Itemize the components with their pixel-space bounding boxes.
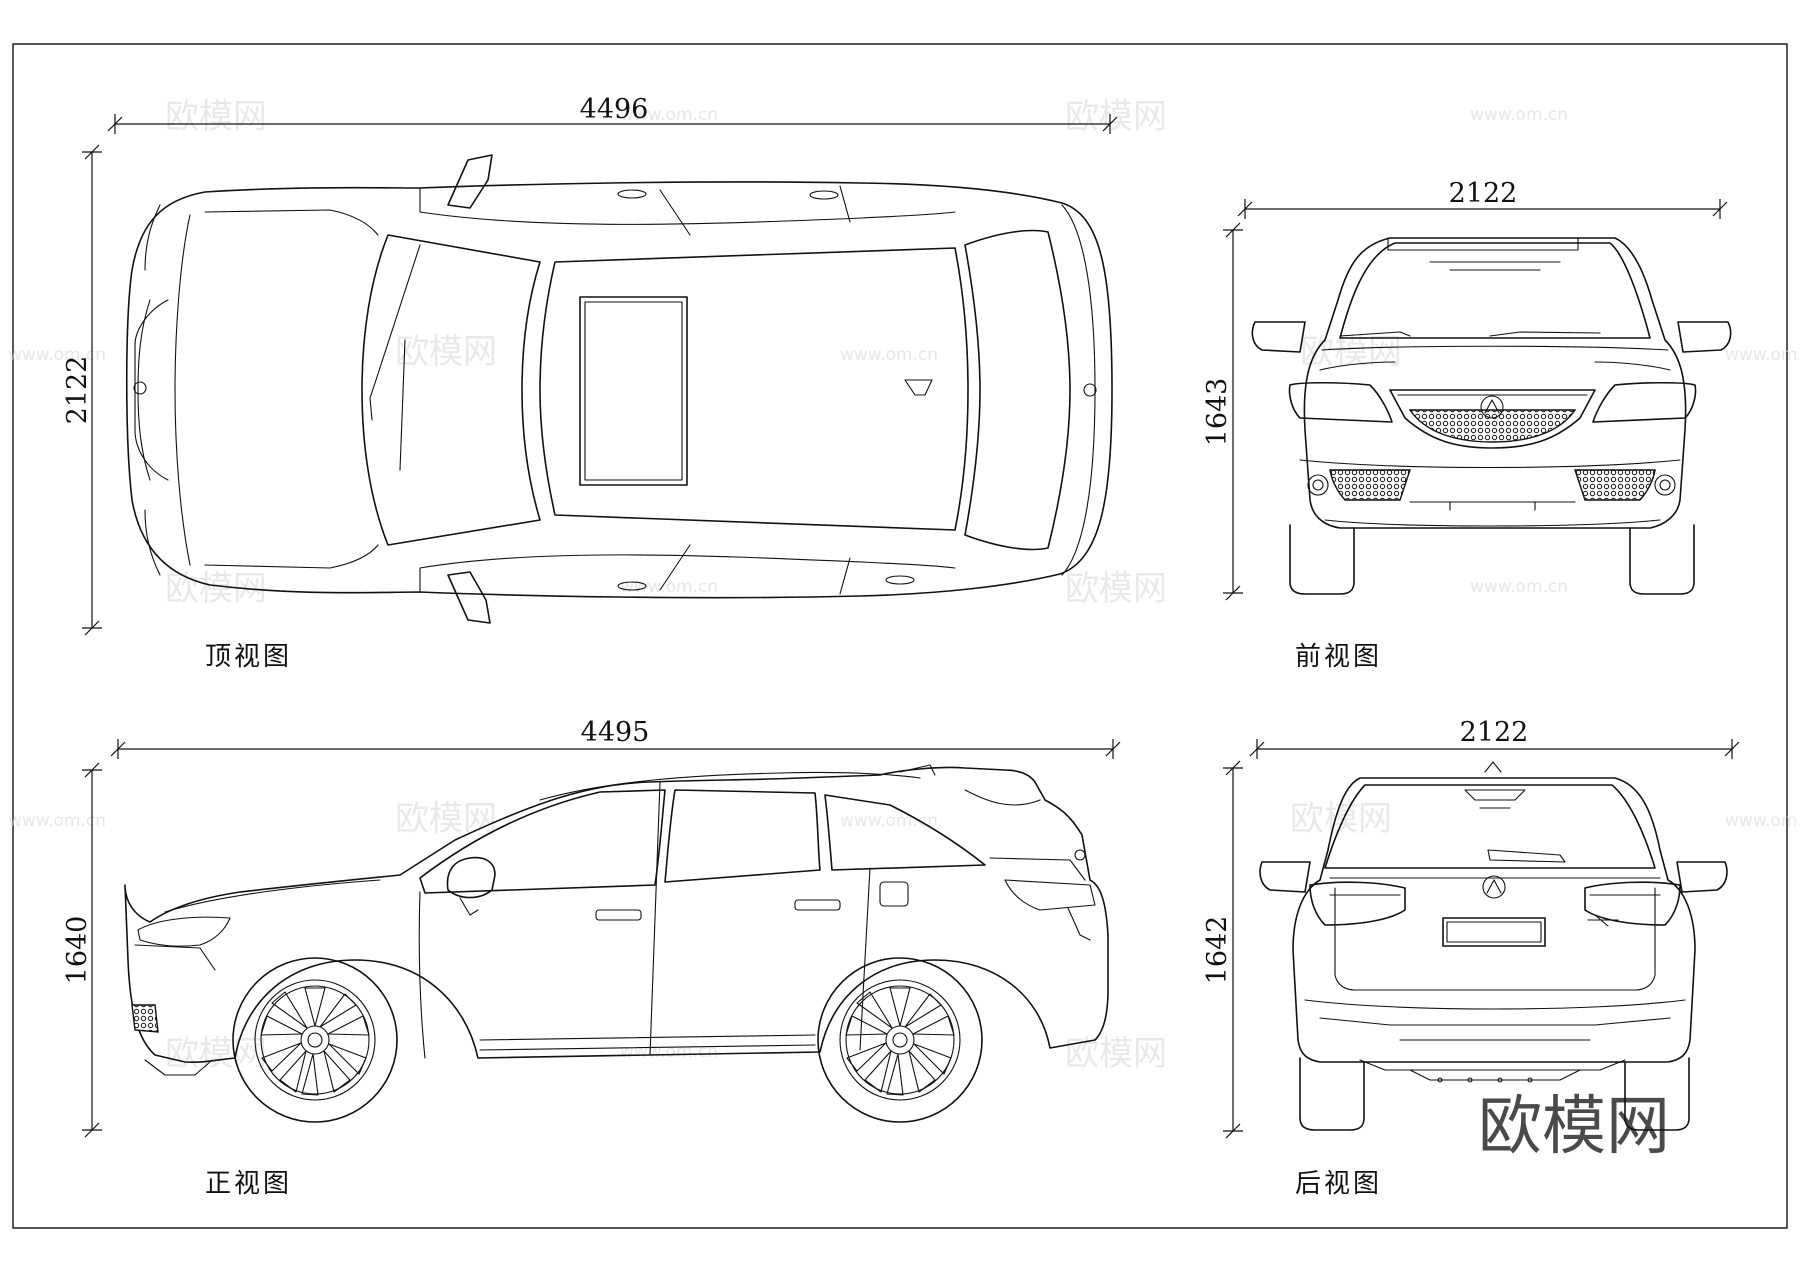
side-mirror — [446, 856, 496, 899]
watermark-url: www.om.cn — [1725, 345, 1800, 365]
watermark-brand: 欧模网 — [165, 97, 267, 137]
top-width-value: 2122 — [62, 356, 93, 425]
side-height-dimension: 1640 — [62, 762, 102, 1138]
top-rear-window — [964, 229, 1071, 551]
front-windshield — [1339, 242, 1651, 339]
watermark-url: www.om.cn — [620, 105, 718, 125]
top-mirror-right — [447, 571, 491, 624]
rear-view: 2122 1642 — [1202, 717, 1740, 1139]
watermark-logo: 欧模网 — [1478, 1090, 1670, 1164]
top-view-caption: 顶视图 — [205, 642, 292, 672]
watermark-url: www.om.cn — [8, 811, 106, 831]
rear-width-value: 2122 — [1460, 717, 1529, 748]
side-window-rear — [664, 789, 821, 883]
watermark-brand: 欧模网 — [1065, 1034, 1167, 1074]
side-wheel-rear — [817, 957, 983, 1123]
watermark-brand: 欧模网 — [395, 332, 497, 372]
front-height-dimension: 1643 — [1202, 222, 1243, 601]
rear-taillight-right — [1584, 881, 1681, 926]
top-body-outline — [125, 181, 1113, 599]
rear-wheel-right — [1624, 1057, 1690, 1131]
side-view: 4495 1640 — [62, 717, 1121, 1138]
watermark-url: www.om.cn — [8, 345, 106, 365]
rear-width-dimension: 2122 — [1249, 717, 1740, 759]
front-view-caption: 前视图 — [1295, 642, 1382, 672]
rear-taillight-left — [1309, 881, 1406, 926]
top-length-value: 4496 — [580, 94, 649, 125]
watermark-url: www.om.cn — [840, 811, 938, 831]
top-roof — [539, 247, 969, 531]
watermark-url: www.om.cn — [1470, 105, 1568, 125]
watermark-url: www.om.cn — [620, 577, 718, 597]
side-body-outline — [124, 766, 1109, 1063]
rear-height-value: 1642 — [1202, 916, 1233, 985]
rear-mirror-left — [1259, 861, 1311, 893]
front-body-outline — [1303, 237, 1687, 529]
watermark-url: www.om.cn — [840, 345, 938, 365]
watermark-brand: 欧模网 — [1290, 799, 1392, 839]
front-width-dimension: 2122 — [1237, 178, 1728, 219]
top-mirror-left — [447, 154, 493, 209]
side-window-quarter — [824, 794, 986, 871]
watermark-brand: 欧模网 — [165, 1034, 267, 1074]
front-height-value: 1643 — [1202, 378, 1233, 447]
watermark-url: www.om.cn — [620, 1042, 718, 1062]
rear-body-outline — [1292, 777, 1696, 1063]
watermark-url: www.om.cn — [1470, 577, 1568, 597]
front-headlight-right — [1592, 381, 1697, 423]
watermark-url: www.om.cn — [1725, 811, 1800, 831]
front-mirror-right — [1677, 321, 1732, 353]
rear-license-plate — [1442, 917, 1546, 947]
watermark-brand: 欧模网 — [1065, 97, 1167, 137]
top-sunroof — [579, 296, 688, 486]
front-grille — [1389, 389, 1596, 449]
rear-wheel-left — [1299, 1057, 1365, 1131]
watermark-brand: 欧模网 — [395, 799, 497, 839]
side-length-dimension: 4495 — [110, 717, 1121, 759]
side-height-value: 1640 — [62, 916, 93, 985]
front-width-value: 2122 — [1449, 178, 1518, 209]
front-wheel-right — [1629, 524, 1695, 595]
rear-height-dimension: 1642 — [1202, 760, 1243, 1139]
top-length-dimension: 4496 — [107, 94, 1118, 134]
side-wheel-front — [232, 957, 398, 1123]
front-wheel-left — [1289, 524, 1355, 595]
top-windshield — [361, 234, 541, 546]
front-headlight-left — [1288, 381, 1393, 423]
rear-window — [1324, 784, 1656, 869]
rear-mirror-right — [1676, 861, 1728, 893]
side-window-front — [419, 789, 666, 894]
watermark-brand: 欧模网 — [1065, 569, 1167, 609]
side-view-caption: 正视图 — [205, 1169, 292, 1199]
drawing-border — [12, 43, 1788, 1229]
front-mirror-left — [1251, 321, 1306, 353]
top-view: 4496 2122 — [62, 94, 1118, 636]
top-width-dimension: 2122 — [62, 144, 102, 636]
rear-view-caption: 后视图 — [1295, 1169, 1382, 1199]
front-view: 2122 1643 — [1202, 178, 1732, 601]
side-length-value: 4495 — [581, 717, 650, 748]
